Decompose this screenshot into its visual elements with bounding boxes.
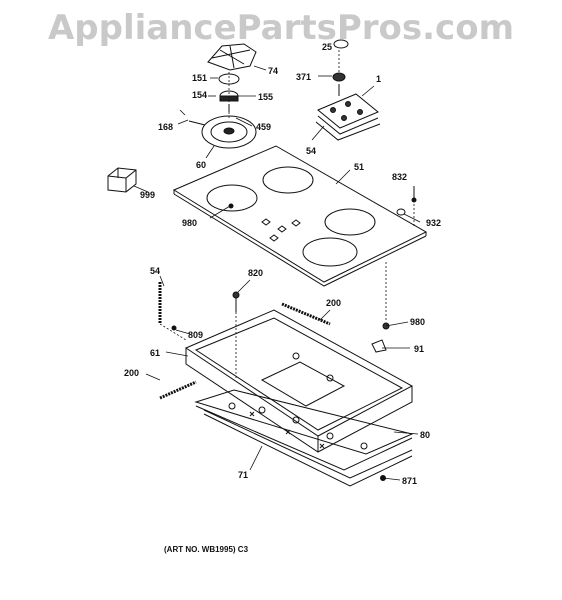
callout-832: 832	[392, 172, 407, 182]
callout-980-top: 980	[182, 218, 197, 228]
callout-54-top: 54	[306, 146, 316, 156]
ring-151	[218, 73, 240, 85]
callout-371: 371	[296, 72, 311, 82]
burner-bowl-60	[188, 115, 257, 149]
callout-151: 151	[192, 73, 207, 83]
callout-91: 91	[414, 344, 424, 354]
callout-932: 932	[426, 218, 441, 228]
callout-200-top: 200	[326, 298, 341, 308]
bottom-panel-80	[194, 389, 414, 471]
art-number: (ART NO. WB1995) C3	[164, 545, 249, 554]
callout-980-mid: 980	[410, 317, 425, 327]
callout-809: 809	[188, 330, 203, 340]
callout-80: 80	[420, 430, 430, 440]
grommet-371	[332, 72, 346, 82]
burner-cap-74	[207, 43, 257, 71]
callout-74: 74	[268, 66, 278, 76]
callout-820: 820	[248, 268, 263, 278]
callout-155: 155	[258, 92, 273, 102]
callout-54-side: 54	[150, 266, 160, 276]
callout-200-left: 200	[124, 368, 139, 378]
watermark: AppliancePartsPros.com	[47, 8, 514, 48]
cooktop-pan-61	[184, 309, 414, 453]
bottom-cover-71	[203, 409, 413, 487]
knob-25	[333, 39, 349, 49]
callout-61: 61	[150, 348, 160, 358]
callout-51: 51	[354, 162, 364, 172]
callout-25: 25	[322, 42, 332, 52]
callout-459: 459	[256, 122, 271, 132]
spring-200	[281, 302, 331, 326]
callout-1: 1	[376, 74, 381, 84]
callout-60: 60	[196, 160, 206, 170]
spring-200-left	[159, 380, 197, 400]
box-999	[107, 167, 137, 193]
callout-871: 871	[402, 476, 417, 486]
callout-71: 71	[238, 470, 248, 480]
callout-999: 999	[140, 190, 155, 200]
callout-168: 168	[158, 122, 173, 132]
cooktop-glass-51	[172, 145, 428, 287]
clip-932	[396, 208, 406, 216]
callout-154: 154	[192, 90, 207, 100]
control-panel-1	[315, 93, 381, 141]
